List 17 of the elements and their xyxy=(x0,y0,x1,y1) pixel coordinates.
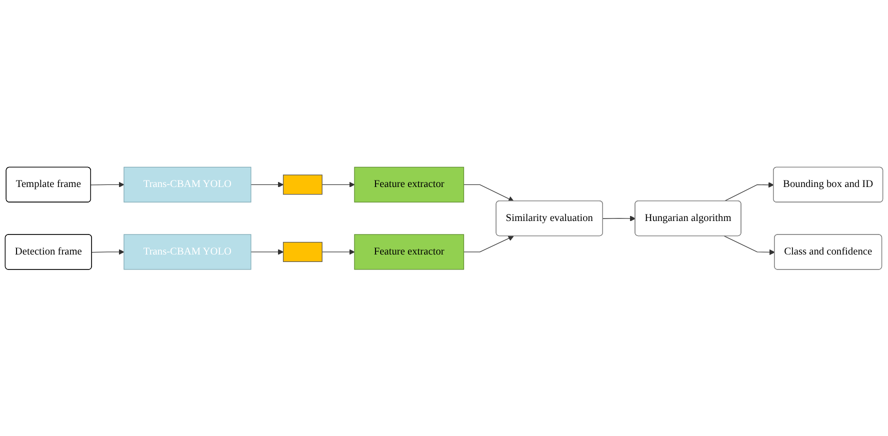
node-box: Trans-CBAM YOLO xyxy=(124,234,252,270)
arrow xyxy=(90,182,124,188)
node-box: Feature extractor xyxy=(354,234,464,270)
arrow xyxy=(602,215,636,222)
arrow xyxy=(724,235,775,255)
node-box xyxy=(282,242,322,262)
arrow xyxy=(724,182,774,202)
arrow xyxy=(250,248,284,254)
node-box: Trans-CBAM YOLO xyxy=(124,166,252,202)
arrow xyxy=(92,248,124,254)
arrow xyxy=(250,182,284,188)
arrow xyxy=(463,235,514,252)
arrow xyxy=(463,184,514,202)
arrow xyxy=(322,248,355,254)
node-box: Feature extractor xyxy=(354,166,464,202)
node-box xyxy=(282,174,322,194)
arrow xyxy=(322,182,355,188)
